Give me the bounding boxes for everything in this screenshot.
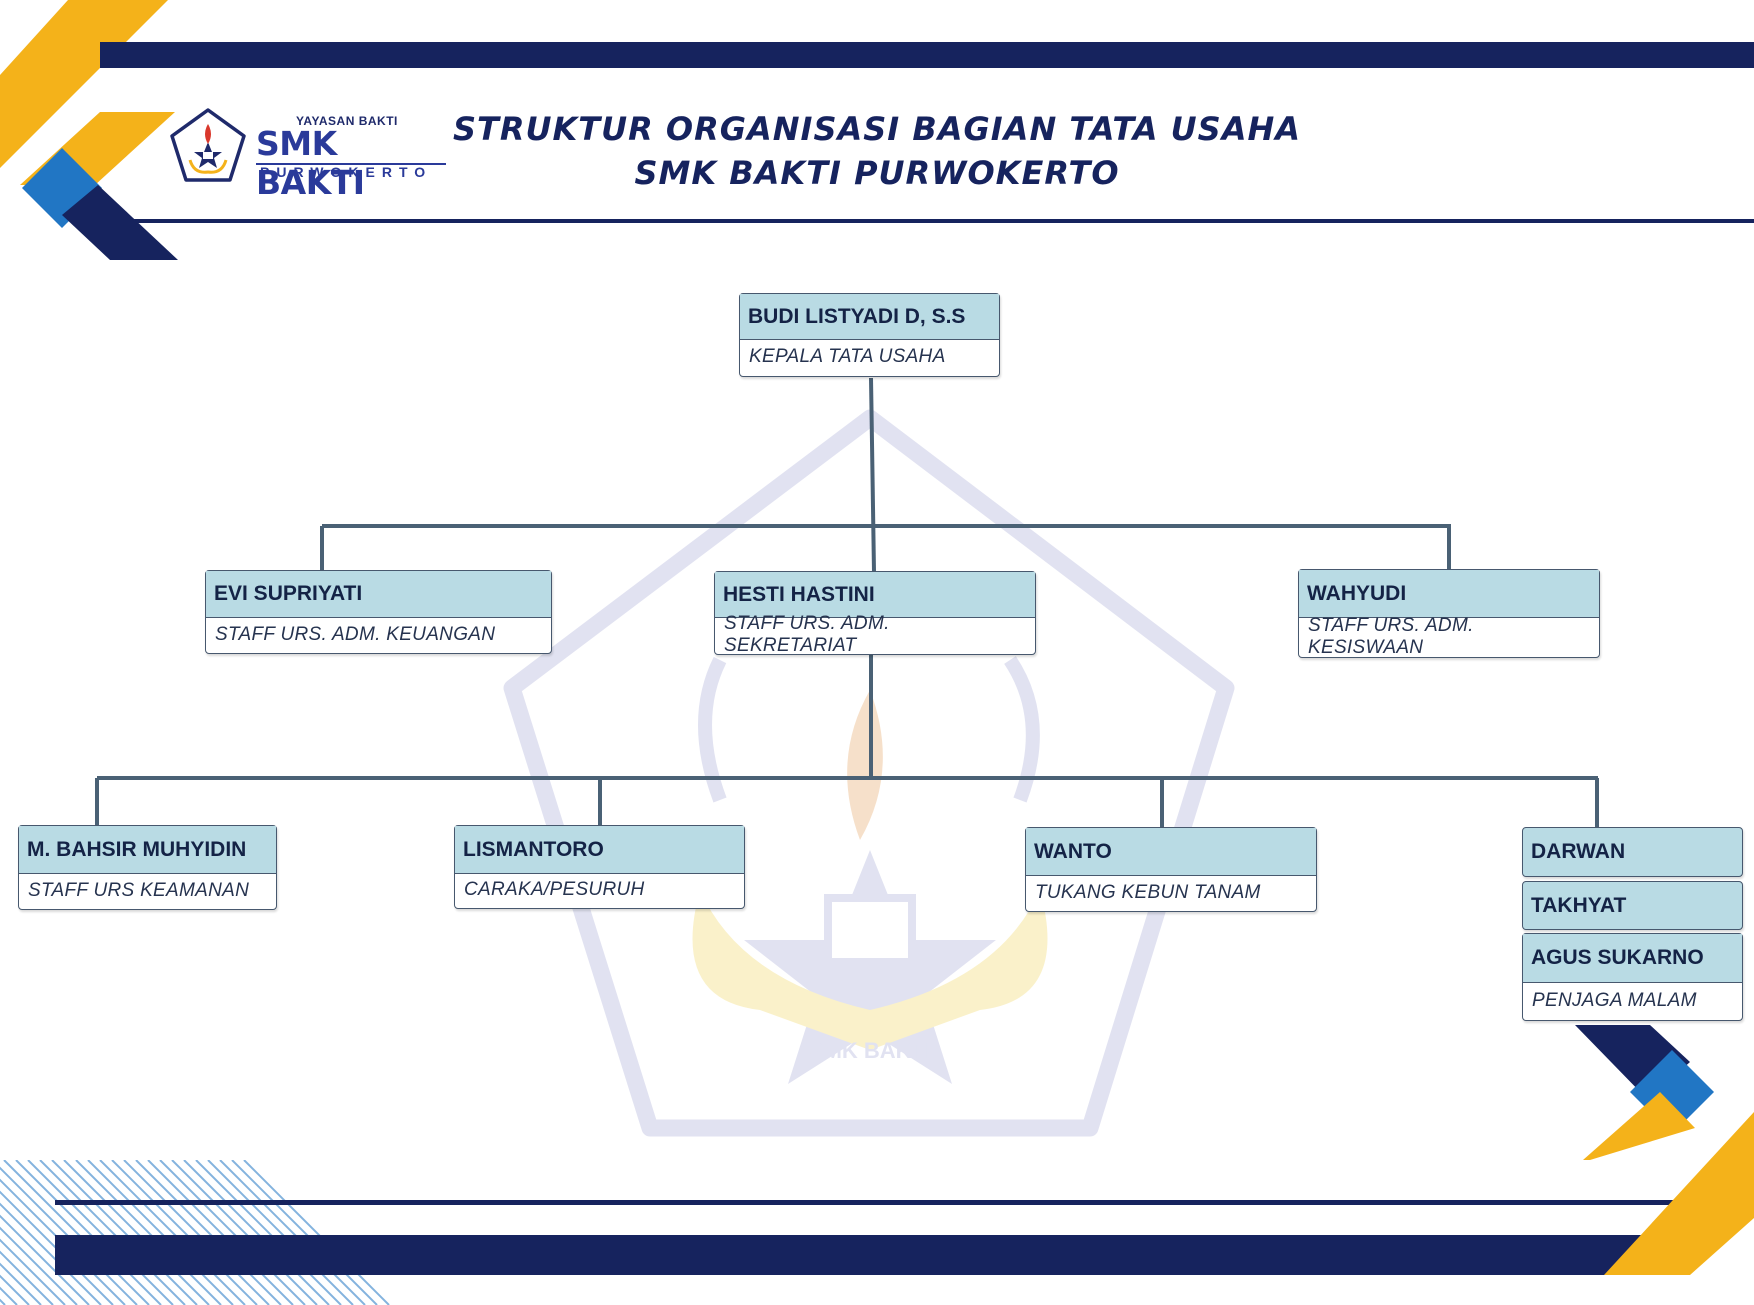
gold-chevron-br <box>1583 1092 1695 1160</box>
logo-school-name: SMK BAKTI <box>256 124 365 202</box>
school-emblem-icon <box>170 108 246 182</box>
node-role: STAFF URS. ADM. KESISWAAN <box>1308 614 1474 658</box>
navy-chevron <box>62 185 178 260</box>
node-role: STAFF URS. ADM. KEUANGAN <box>215 623 496 645</box>
node-role: TUKANG KEBUN TANAM <box>1035 881 1261 903</box>
hatch-pattern <box>0 1160 390 1305</box>
node-name: HESTI HASTINI <box>715 572 1035 618</box>
node-name: EVI SUPRIYATI <box>206 571 551 618</box>
header-divider <box>130 219 1754 223</box>
node-name: BUDI LISTYADI D, S.S <box>740 294 999 340</box>
logo-divider <box>256 163 446 165</box>
org-node-agus: AGUS SUKARNO PENJAGA MALAM <box>1522 933 1743 1021</box>
node-name: AGUS SUKARNO <box>1523 934 1742 983</box>
node-role: KEPALA TATA USAHA <box>749 346 946 367</box>
logo-city-text: PURWOKERTO <box>260 164 433 180</box>
node-name: WAHYUDI <box>1299 570 1599 618</box>
node-name: M. BAHSIR MUHYIDIN <box>19 826 276 874</box>
guard-name-takhyat: TAKHYAT <box>1522 881 1743 930</box>
node-name: WANTO <box>1026 828 1316 876</box>
connector-lines <box>95 377 1599 828</box>
node-name: LISMANTORO <box>455 826 744 874</box>
org-node-lismantoro: LISMANTORO CARAKA/PESURUH <box>454 825 745 909</box>
org-node-bahsir: M. BAHSIR MUHYIDIN STAFF URS KEAMANAN <box>18 825 277 910</box>
node-role: STAFF URS KEAMANAN <box>28 879 250 901</box>
bottom-band <box>55 1235 1680 1275</box>
node-role: CARAKA/PESURUH <box>464 879 645 900</box>
org-node-wanto: WANTO TUKANG KEBUN TANAM <box>1025 827 1317 912</box>
guard-name-darwan: DARWAN <box>1522 827 1743 877</box>
page-title-line-2: SMK BAKTI PURWOKERTO <box>634 154 1120 192</box>
school-logo: YAYASAN BAKTI SMK BAKTI PURWOKERTO <box>168 106 448 202</box>
org-node-evi: EVI SUPRIYATI STAFF URS. ADM. KEUANGAN <box>205 570 552 654</box>
gold-stripe-br <box>1604 1112 1754 1275</box>
bottom-thin-line <box>55 1200 1715 1205</box>
org-node-hesti: HESTI HASTINI STAFF URS. ADM. SEKRETARIA… <box>714 571 1036 656</box>
node-role: STAFF URS. ADM. SEKRETARIAT <box>724 613 890 656</box>
svg-text:SMK BAKTI: SMK BAKTI <box>809 1038 931 1063</box>
top-band <box>100 42 1754 68</box>
org-node-wahyudi: WAHYUDI STAFF URS. ADM. KESISWAAN <box>1298 569 1600 658</box>
node-role: PENJAGA MALAM <box>1532 989 1697 1011</box>
page-title-line-1: STRUKTUR ORGANISASI BAGIAN TATA USAHA <box>452 110 1301 148</box>
watermark-emblem: SMK BAKTI <box>503 409 1235 1137</box>
logo-foundation-text: YAYASAN BAKTI <box>296 114 398 128</box>
org-node-head: BUDI LISTYADI D, S.S KEPALA TATA USAHA <box>739 293 1000 377</box>
